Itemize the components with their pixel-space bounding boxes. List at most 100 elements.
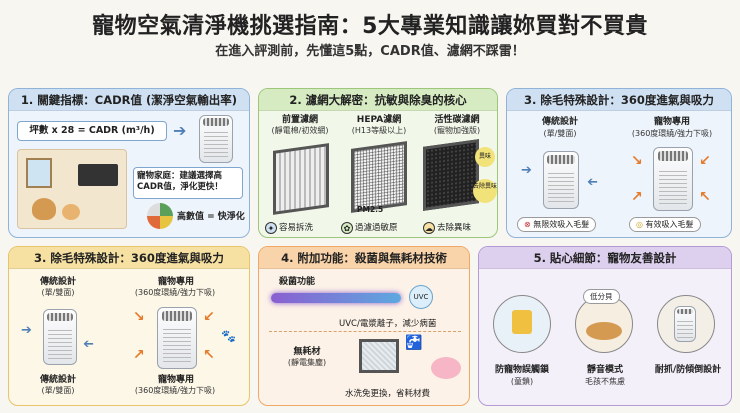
no-consumable-desc: 水洗免更換，省耗材費 xyxy=(345,389,431,399)
child-lock-sublabel: (童鎖) xyxy=(510,377,534,386)
no-consumable-sublabel: (靜電集塵) xyxy=(287,358,327,367)
sleeping-dog-icon xyxy=(586,322,622,340)
hepa-filter-icon xyxy=(351,141,407,213)
hepa-label: HEPA濾網 xyxy=(356,115,402,125)
panel-filters: 2. 濾網大解密：抗敏與除臭的核心 前置濾網 (靜電棉/初效網) HEPA濾網 … xyxy=(258,88,498,238)
quiet-illustration xyxy=(575,295,633,353)
allergen-icon: ✿ xyxy=(341,221,353,234)
sterilize-label: 殺菌功能 xyxy=(279,277,316,287)
intake-arrow-icon: ↖ xyxy=(203,347,215,363)
arrow-right-icon: ➔ xyxy=(173,121,187,140)
uvc-badge: UVC xyxy=(409,285,433,309)
traditional-purifier-icon xyxy=(43,309,77,365)
speed-gauge-icon xyxy=(147,203,173,229)
divider xyxy=(269,331,461,332)
panel-pet-friendly: 5. 貼心細節：寵物友善設計 低分貝 防寵物誤觸鎖 (童鎖) 靜音模式 毛孩不焦… xyxy=(478,246,732,406)
washable-filter-icon xyxy=(359,339,399,373)
uv-lamp-icon xyxy=(271,293,401,303)
traditional-sublabel-bottom: (單/雙面) xyxy=(41,386,75,395)
pet-purifier-icon xyxy=(157,307,197,369)
benefit-odor: ☁去除異味 xyxy=(423,221,471,234)
panel-hair-intake: 3. 除毛特殊設計：360度進氣與吸力 傳統設計 (單/雙面) 寵物專用 (36… xyxy=(506,88,732,238)
piggy-bank-icon xyxy=(431,357,461,379)
benefit-allergen: ✿過濾過敏原 xyxy=(341,221,398,234)
traditional-label: 傳統設計 xyxy=(541,117,578,127)
benefit-easy-wash: ✦容易拆洗 xyxy=(265,221,313,234)
wash-icon: ✦ xyxy=(265,221,277,234)
cat-icon xyxy=(62,204,80,220)
pm25-label: PM2.5 xyxy=(357,205,384,214)
intake-arrow-icon: ↘ xyxy=(133,309,145,325)
lock-icon xyxy=(512,310,532,334)
panel-cadr: 1. 關鍵指標：CADR值 (潔淨空氣輸出率) 坪數 x 28 = CADR (… xyxy=(8,88,250,238)
quiet-mode-sublabel: 毛孩不焦慮 xyxy=(585,377,625,386)
odor-bubble-2: 去除異味 xyxy=(473,179,497,203)
panel-extra-features-heading: 4. 附加功能：殺菌與無耗材技術 xyxy=(259,247,469,269)
carbon-sublabel: (寵物加強版) xyxy=(433,126,481,135)
gauge-caption: 高數值 = 快淨化 xyxy=(177,212,245,222)
panel-hair-intake-2-heading: 3. 除毛特殊設計：360度進氣與吸力 xyxy=(9,247,249,269)
traditional-result-tag: ⊗ 無限效吸入毛髮 xyxy=(517,217,597,232)
prefilter-sublabel: (靜電棉/初效網) xyxy=(271,126,329,135)
purifier-icon xyxy=(674,306,696,342)
panel-pet-friendly-heading: 5. 貼心細節：寵物友善設計 xyxy=(479,247,731,269)
tv-icon xyxy=(78,164,118,186)
cadr-formula: 坪數 x 28 = CADR (m³/h) xyxy=(17,121,167,141)
panel-hair-intake-heading: 3. 除毛特殊設計：360度進氣與吸力 xyxy=(507,89,731,111)
hepa-sublabel: (H13等級以上) xyxy=(351,126,407,135)
paw-print-icon: 🐾 xyxy=(221,329,236,343)
panel-filters-heading: 2. 濾網大解密：抗敏與除臭的核心 xyxy=(259,89,497,111)
pet-result-tag: ◎ 有效吸入毛髮 xyxy=(629,217,701,232)
pet-model-sublabel-top: (360度環繞/強力下吸) xyxy=(134,288,216,297)
no-consumable-label: 無耗材 xyxy=(293,347,321,357)
anti-scratch-illustration xyxy=(657,295,715,353)
pet-family-note: 寵物家庭：建議選擇高CADR值，淨化更快！ xyxy=(133,167,243,199)
air-purifier-icon xyxy=(199,115,233,163)
intake-arrow-icon: ↙ xyxy=(699,153,711,169)
intake-arrow-icon: ↘ xyxy=(631,153,643,169)
sterilize-desc: UVC/電漿離子，減少病菌 xyxy=(339,319,437,329)
panel-hair-intake-2: 3. 除毛特殊設計：360度進氣與吸力 傳統設計 (單/雙面) 寵物專用 (36… xyxy=(8,246,250,406)
intake-arrow-icon: ➔ xyxy=(521,163,532,178)
intake-arrow-icon: ↖ xyxy=(699,189,711,205)
benefit-easy-wash-label: 容易拆洗 xyxy=(279,223,314,233)
benefit-allergen-label: 過濾過敏原 xyxy=(355,223,398,233)
low-noise-tag: 低分貝 xyxy=(583,289,620,304)
pet-model-sublabel-bottom: (360度環繞/強力下吸) xyxy=(134,386,216,395)
intake-arrow-icon: ↙ xyxy=(203,309,215,325)
benefit-odor-label: 去除異味 xyxy=(437,223,472,233)
panel-extra-features: 4. 附加功能：殺菌與無耗材技術 殺菌功能 UVC UVC/電漿離子，減少病菌 … xyxy=(258,246,470,406)
pet-model-label: 寵物專用 xyxy=(653,117,690,127)
window-icon xyxy=(26,158,52,188)
carbon-label: 活性碳濾網 xyxy=(434,115,480,125)
pet-model-label-top: 寵物專用 xyxy=(157,277,194,287)
pet-model-label-bottom: 寵物專用 xyxy=(157,375,194,385)
traditional-sublabel-top: (單/雙面) xyxy=(41,288,75,297)
intake-arrow-icon: ↗ xyxy=(631,189,643,205)
traditional-purifier-icon xyxy=(543,151,579,209)
traditional-label-top: 傳統設計 xyxy=(39,277,76,287)
odor-bubble-1: 異味 xyxy=(475,147,495,167)
pet-result-label: 有效吸入毛髮 xyxy=(645,220,694,229)
cross-icon: ⊗ xyxy=(524,220,531,229)
check-icon: ◎ xyxy=(636,220,643,229)
carbon-filter-icon xyxy=(423,139,479,211)
intake-arrow-icon: ➔ xyxy=(587,175,598,190)
pet-purifier-icon xyxy=(653,147,693,211)
intake-arrow-icon: ➔ xyxy=(83,337,94,352)
living-room-illustration xyxy=(17,149,127,229)
prefilter-label: 前置濾網 xyxy=(281,115,318,125)
child-lock-label: 防寵物誤觸鎖 xyxy=(494,365,549,375)
odor-icon: ☁ xyxy=(423,221,435,234)
pet-model-sublabel: (360度環繞/強力下吸) xyxy=(631,129,713,138)
lock-illustration xyxy=(493,295,551,353)
prefilter-icon xyxy=(273,143,329,215)
page-title: 寵物空氣清淨機挑選指南：5大專業知識讓妳買對不買貴 xyxy=(92,14,648,39)
panel-cadr-heading: 1. 關鍵指標：CADR值 (潔淨空氣輸出率) xyxy=(9,89,249,111)
traditional-sublabel: (單/雙面) xyxy=(543,129,577,138)
quiet-mode-label: 靜音模式 xyxy=(586,365,623,375)
faucet-icon: 🚰 xyxy=(405,335,423,351)
traditional-result-label: 無限效吸入毛髮 xyxy=(533,220,590,229)
page-subtitle: 在進入評測前，先懂這5點，CADR值、濾網不踩雷！ xyxy=(215,44,525,59)
anti-scratch-label: 耐抓/防傾倒設計 xyxy=(654,365,722,375)
